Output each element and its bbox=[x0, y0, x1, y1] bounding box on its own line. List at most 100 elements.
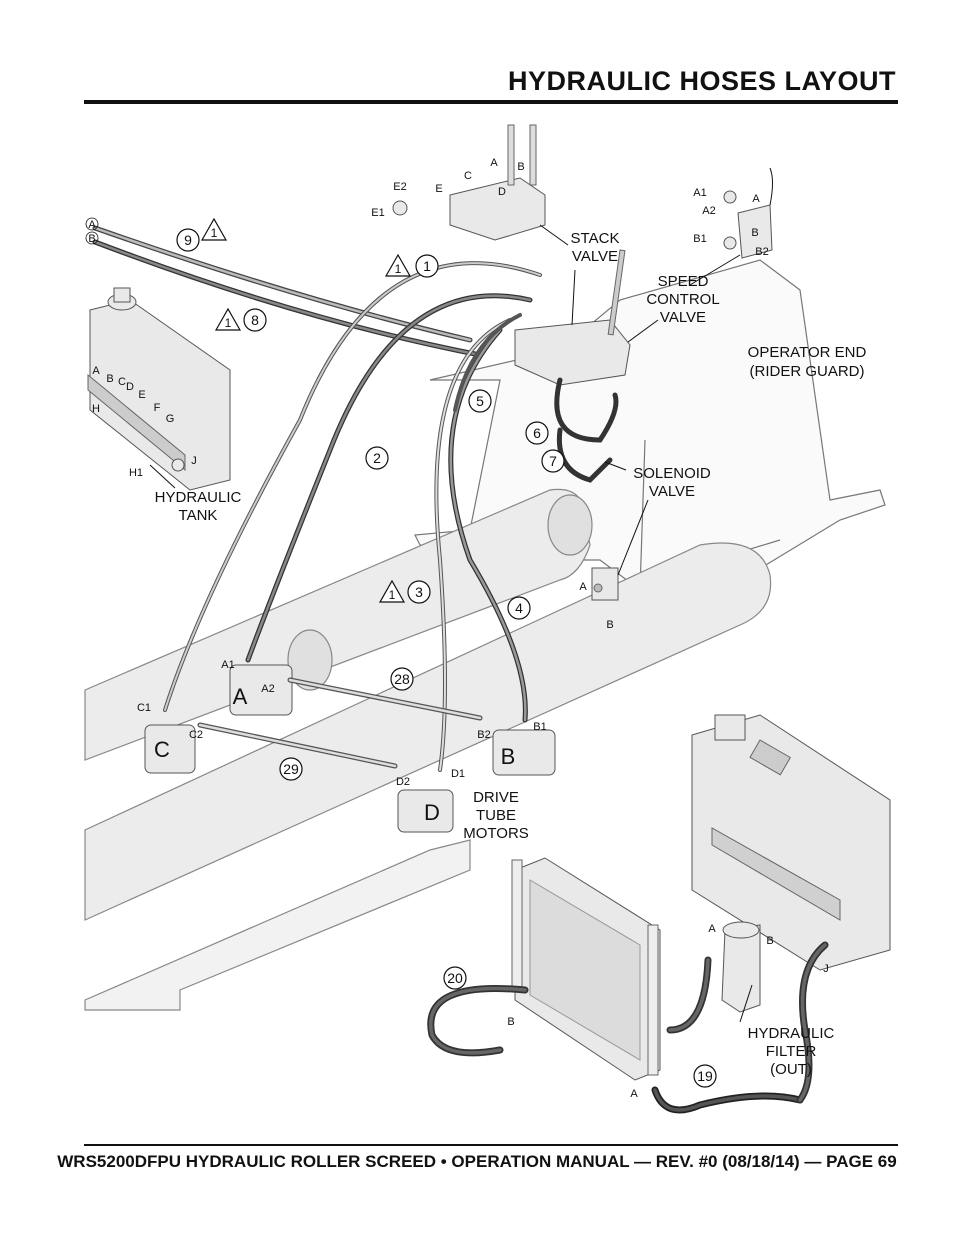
callout-circle bbox=[468, 389, 492, 413]
label-stack-valve-2: VALVE bbox=[572, 248, 618, 265]
warning-triangle: 1 bbox=[384, 253, 412, 277]
motor-c bbox=[144, 724, 196, 774]
callout-circle bbox=[525, 421, 549, 445]
hose-callout: 9 bbox=[176, 228, 200, 252]
stack-valve bbox=[392, 124, 546, 241]
hose-callout: 7 bbox=[541, 449, 565, 473]
label-filter-1: HYDRAULIC bbox=[748, 1025, 835, 1042]
port-label-speed: A bbox=[752, 193, 760, 205]
callout-circle bbox=[407, 580, 431, 604]
label-speed-control-1: SPEED bbox=[658, 273, 709, 290]
callout-number: 9 bbox=[184, 232, 192, 248]
triangle-number: 1 bbox=[389, 588, 396, 602]
callout-circle bbox=[390, 667, 414, 691]
hose-end-marker bbox=[85, 231, 99, 245]
motor-letter-b: B bbox=[501, 744, 516, 769]
callout-number: 7 bbox=[549, 453, 557, 469]
port-label-motor-c: C2 bbox=[189, 729, 203, 741]
port-label-motor-b: B1 bbox=[533, 721, 546, 733]
label-stack-valve-1: STACK bbox=[571, 230, 620, 247]
warning-triangles: 1 1 1 1 bbox=[200, 217, 412, 603]
port-label-tank: G bbox=[166, 413, 175, 425]
triangle-number: 1 bbox=[225, 316, 232, 330]
footer-rule bbox=[84, 1144, 898, 1146]
page-title: HYDRAULIC HOSES LAYOUT bbox=[507, 66, 896, 96]
callout-number: 28 bbox=[394, 671, 410, 687]
callout-circle bbox=[176, 228, 200, 252]
port-label-stack: D bbox=[498, 186, 506, 198]
hose-callout: 6 bbox=[525, 421, 549, 445]
triangle-shape bbox=[378, 579, 406, 603]
port-label-tank: F bbox=[154, 402, 161, 414]
port-label-cooler: A bbox=[630, 1088, 638, 1100]
triangle-shape bbox=[200, 217, 228, 241]
triangle-number: 1 bbox=[395, 262, 402, 276]
callout-circle bbox=[507, 596, 531, 620]
drive-tube-motors bbox=[144, 664, 556, 833]
label-operator-end-1: OPERATOR END bbox=[748, 344, 867, 361]
callout-number: 8 bbox=[251, 312, 259, 328]
hoses bbox=[92, 225, 829, 1114]
port-label-tank: D bbox=[126, 381, 134, 393]
label-drive-tube-2: TUBE bbox=[476, 807, 516, 824]
port-label-speed: B2 bbox=[755, 246, 768, 258]
motor-letter-d: D bbox=[424, 800, 440, 825]
motor-letters: A B C D bbox=[154, 684, 515, 825]
callout-circle bbox=[443, 966, 467, 990]
triangle-number: 1 bbox=[211, 226, 218, 240]
port-label-speed: B1 bbox=[693, 233, 706, 245]
callout-number: 2 bbox=[373, 450, 381, 466]
port-label-tank: A bbox=[92, 365, 100, 377]
callout-number: 1 bbox=[423, 258, 431, 274]
port-label-speed: B bbox=[751, 227, 758, 239]
label-hydraulic-tank-2: TANK bbox=[179, 507, 218, 524]
callout-number: 20 bbox=[447, 970, 463, 986]
rollers bbox=[84, 488, 772, 1011]
triangle-shape bbox=[384, 253, 412, 277]
motor-d bbox=[397, 789, 454, 833]
hose-callout: 28 bbox=[390, 667, 414, 691]
port-label-filter: A bbox=[708, 923, 716, 935]
leader-lines bbox=[149, 224, 753, 1023]
port-label-filter: B bbox=[766, 935, 773, 947]
port-label-tank: H1 bbox=[129, 467, 143, 479]
port-label-tank: B bbox=[106, 373, 113, 385]
triangle-shape bbox=[214, 307, 242, 331]
motor-b bbox=[492, 729, 556, 776]
callout-number: 19 bbox=[697, 1068, 713, 1084]
label-hydraulic-tank-1: HYDRAULIC bbox=[155, 489, 242, 506]
label-drive-tube-1: DRIVE bbox=[473, 789, 519, 806]
port-label-speed: A2 bbox=[702, 205, 715, 217]
hose-callout: 5 bbox=[468, 389, 492, 413]
component-labels: STACK VALVE SPEED CONTROL VALVE OPERATOR… bbox=[155, 230, 867, 1078]
label-speed-control-3: VALVE bbox=[660, 309, 706, 326]
hose-callout: 29 bbox=[279, 757, 303, 781]
port-label-solenoid: A bbox=[579, 581, 587, 593]
port-label-motor-d: D2 bbox=[396, 776, 410, 788]
hose-callout: 19 bbox=[693, 1064, 717, 1088]
hose-end-marker bbox=[85, 217, 99, 231]
callout-circle bbox=[415, 254, 439, 278]
port-label-solenoid: B bbox=[606, 619, 613, 631]
port-label-tank: E bbox=[138, 389, 145, 401]
motor-letter-a: A bbox=[233, 684, 248, 709]
page-footer: WRS5200DFPU HYDRAULIC ROLLER SCREED • OP… bbox=[57, 1152, 897, 1171]
port-label-motor-c: C1 bbox=[137, 702, 151, 714]
port-label-motor-b: B2 bbox=[477, 729, 490, 741]
port-label-stack: E2 bbox=[393, 181, 406, 193]
port-label-cooler: B bbox=[507, 1016, 514, 1028]
callout-circle bbox=[541, 449, 565, 473]
hose-callout: 8 bbox=[243, 308, 267, 332]
hose-callout: 2 bbox=[365, 446, 389, 470]
solenoid-valve bbox=[591, 567, 619, 601]
port-label-filter: J bbox=[823, 963, 829, 975]
port-label-stack: B bbox=[517, 161, 524, 173]
port-label-stack: A bbox=[490, 157, 498, 169]
label-solenoid-1: SOLENOID bbox=[633, 465, 711, 482]
label-speed-control-2: CONTROL bbox=[646, 291, 719, 308]
label-solenoid-2: VALVE bbox=[649, 483, 695, 500]
label-filter-3: (OUT) bbox=[770, 1061, 812, 1078]
